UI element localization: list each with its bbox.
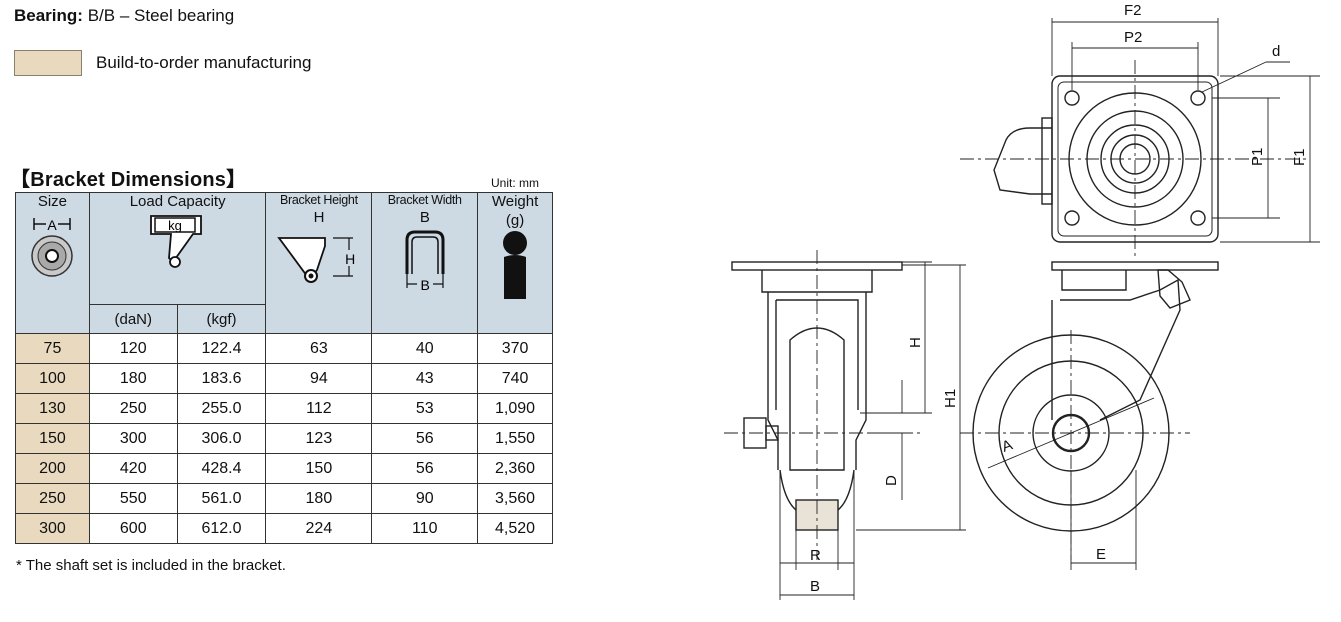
cell-size: 300 [15,513,90,544]
cell-b: 56 [371,423,479,454]
legend-build-to-order: Build-to-order manufacturing [14,50,311,76]
header-load-capacity: Load Capacity kg [88,192,267,305]
bracket-height-icon: H [277,237,357,283]
dim-p2: P2 [1124,29,1142,46]
cell-h: 123 [265,423,373,454]
cell-weight: 2,360 [477,453,553,484]
header-weight-unit: (g) [505,212,525,229]
cell-kgf: 255.0 [176,393,267,424]
cell-size: 75 [15,333,90,364]
load-icon-letter: kg [168,218,182,233]
table-title: 【Bracket Dimensions】 [10,169,247,191]
load-caster-icon: kg [149,215,202,268]
header-bracket-height-label: Bracket Height [279,193,358,207]
bearing-value: B/B – Steel bearing [87,6,235,25]
cell-size: 100 [15,363,90,394]
cell-kgf: 428.4 [176,453,267,484]
header-kgf: (kgf) [176,304,267,334]
header-dan: (daN) [88,304,178,334]
cell-kgf: 561.0 [176,483,267,514]
cell-dan: 600 [88,513,178,544]
dim-h: H [907,337,924,348]
header-weight-label: Weight [491,193,539,210]
cell-weight: 1,090 [477,393,553,424]
bracket-width-icon: B [405,230,445,293]
bracket-width-icon-letter: B [420,277,429,293]
caster-technical-drawing: F2 P2 d P1 F1 H H1 D R B A E [724,2,1320,600]
dim-d: d [1272,43,1280,60]
cell-dan: 120 [88,333,178,364]
bearing-label: Bearing: [14,6,83,25]
side-view [960,261,1219,560]
cell-size: 150 [15,423,90,454]
wheel-size-icon: A [31,216,74,277]
dim-d-offset: D [883,475,900,486]
cell-h: 94 [265,363,373,394]
cell-dan: 300 [88,423,178,454]
header-bracket-width-letter: B [419,209,430,226]
front-view [724,250,920,560]
dim-e: E [1096,546,1106,563]
cell-dan: 420 [88,453,178,484]
cell-weight: 4,520 [477,513,553,544]
dim-f1: F1 [1291,148,1308,166]
legend-label: Build-to-order manufacturing [96,53,312,72]
header-load-capacity-label: Load Capacity [129,193,226,210]
cell-weight: 1,550 [477,423,553,454]
dim-h1: H1 [942,389,959,408]
cell-kgf: 612.0 [176,513,267,544]
cell-size: 200 [15,453,90,484]
header-bracket-width: Bracket Width B B [371,192,479,334]
bracket-dimensions-table: Size A Load Capacity kg [15,192,553,544]
header-size: Size A [15,192,90,334]
cell-b: 56 [371,453,479,484]
cell-b: 43 [371,363,479,394]
dim-r: R [810,547,821,564]
dim-b: B [810,578,820,595]
cell-weight: 370 [477,333,553,364]
cell-dan: 550 [88,483,178,514]
top-view [960,60,1310,260]
dim-f2: F2 [1124,2,1142,19]
cell-h: 63 [265,333,373,364]
cell-kgf: 183.6 [176,363,267,394]
bearing-spec: Bearing: B/B – Steel bearing [14,6,234,26]
size-icon-letter: A [48,217,58,233]
cell-kgf: 306.0 [176,423,267,454]
cell-h: 150 [265,453,373,484]
cell-b: 90 [371,483,479,514]
cell-dan: 250 [88,393,178,424]
header-bracket-width-label: Bracket Width [387,193,462,207]
unit-label: Unit: mm [491,176,539,190]
cell-h: 224 [265,513,373,544]
cell-b: 110 [371,513,479,544]
cell-size: 130 [15,393,90,424]
weight-icon [503,231,528,299]
header-bracket-height-letter: H [313,209,325,226]
dim-p1: P1 [1249,148,1266,166]
bracket-height-icon-letter: H [345,251,355,267]
cell-weight: 740 [477,363,553,394]
cell-b: 40 [371,333,479,364]
footnote: * The shaft set is included in the brack… [16,557,286,574]
cell-size: 250 [15,483,90,514]
cell-h: 112 [265,393,373,424]
legend-swatch [14,50,82,76]
header-size-label: Size [37,193,68,210]
cell-h: 180 [265,483,373,514]
header-weight: Weight (g) [477,192,553,334]
cell-weight: 3,560 [477,483,553,514]
header-bracket-height: Bracket Height H H [265,192,373,334]
cell-dan: 180 [88,363,178,394]
cell-kgf: 122.4 [176,333,267,364]
cell-b: 53 [371,393,479,424]
